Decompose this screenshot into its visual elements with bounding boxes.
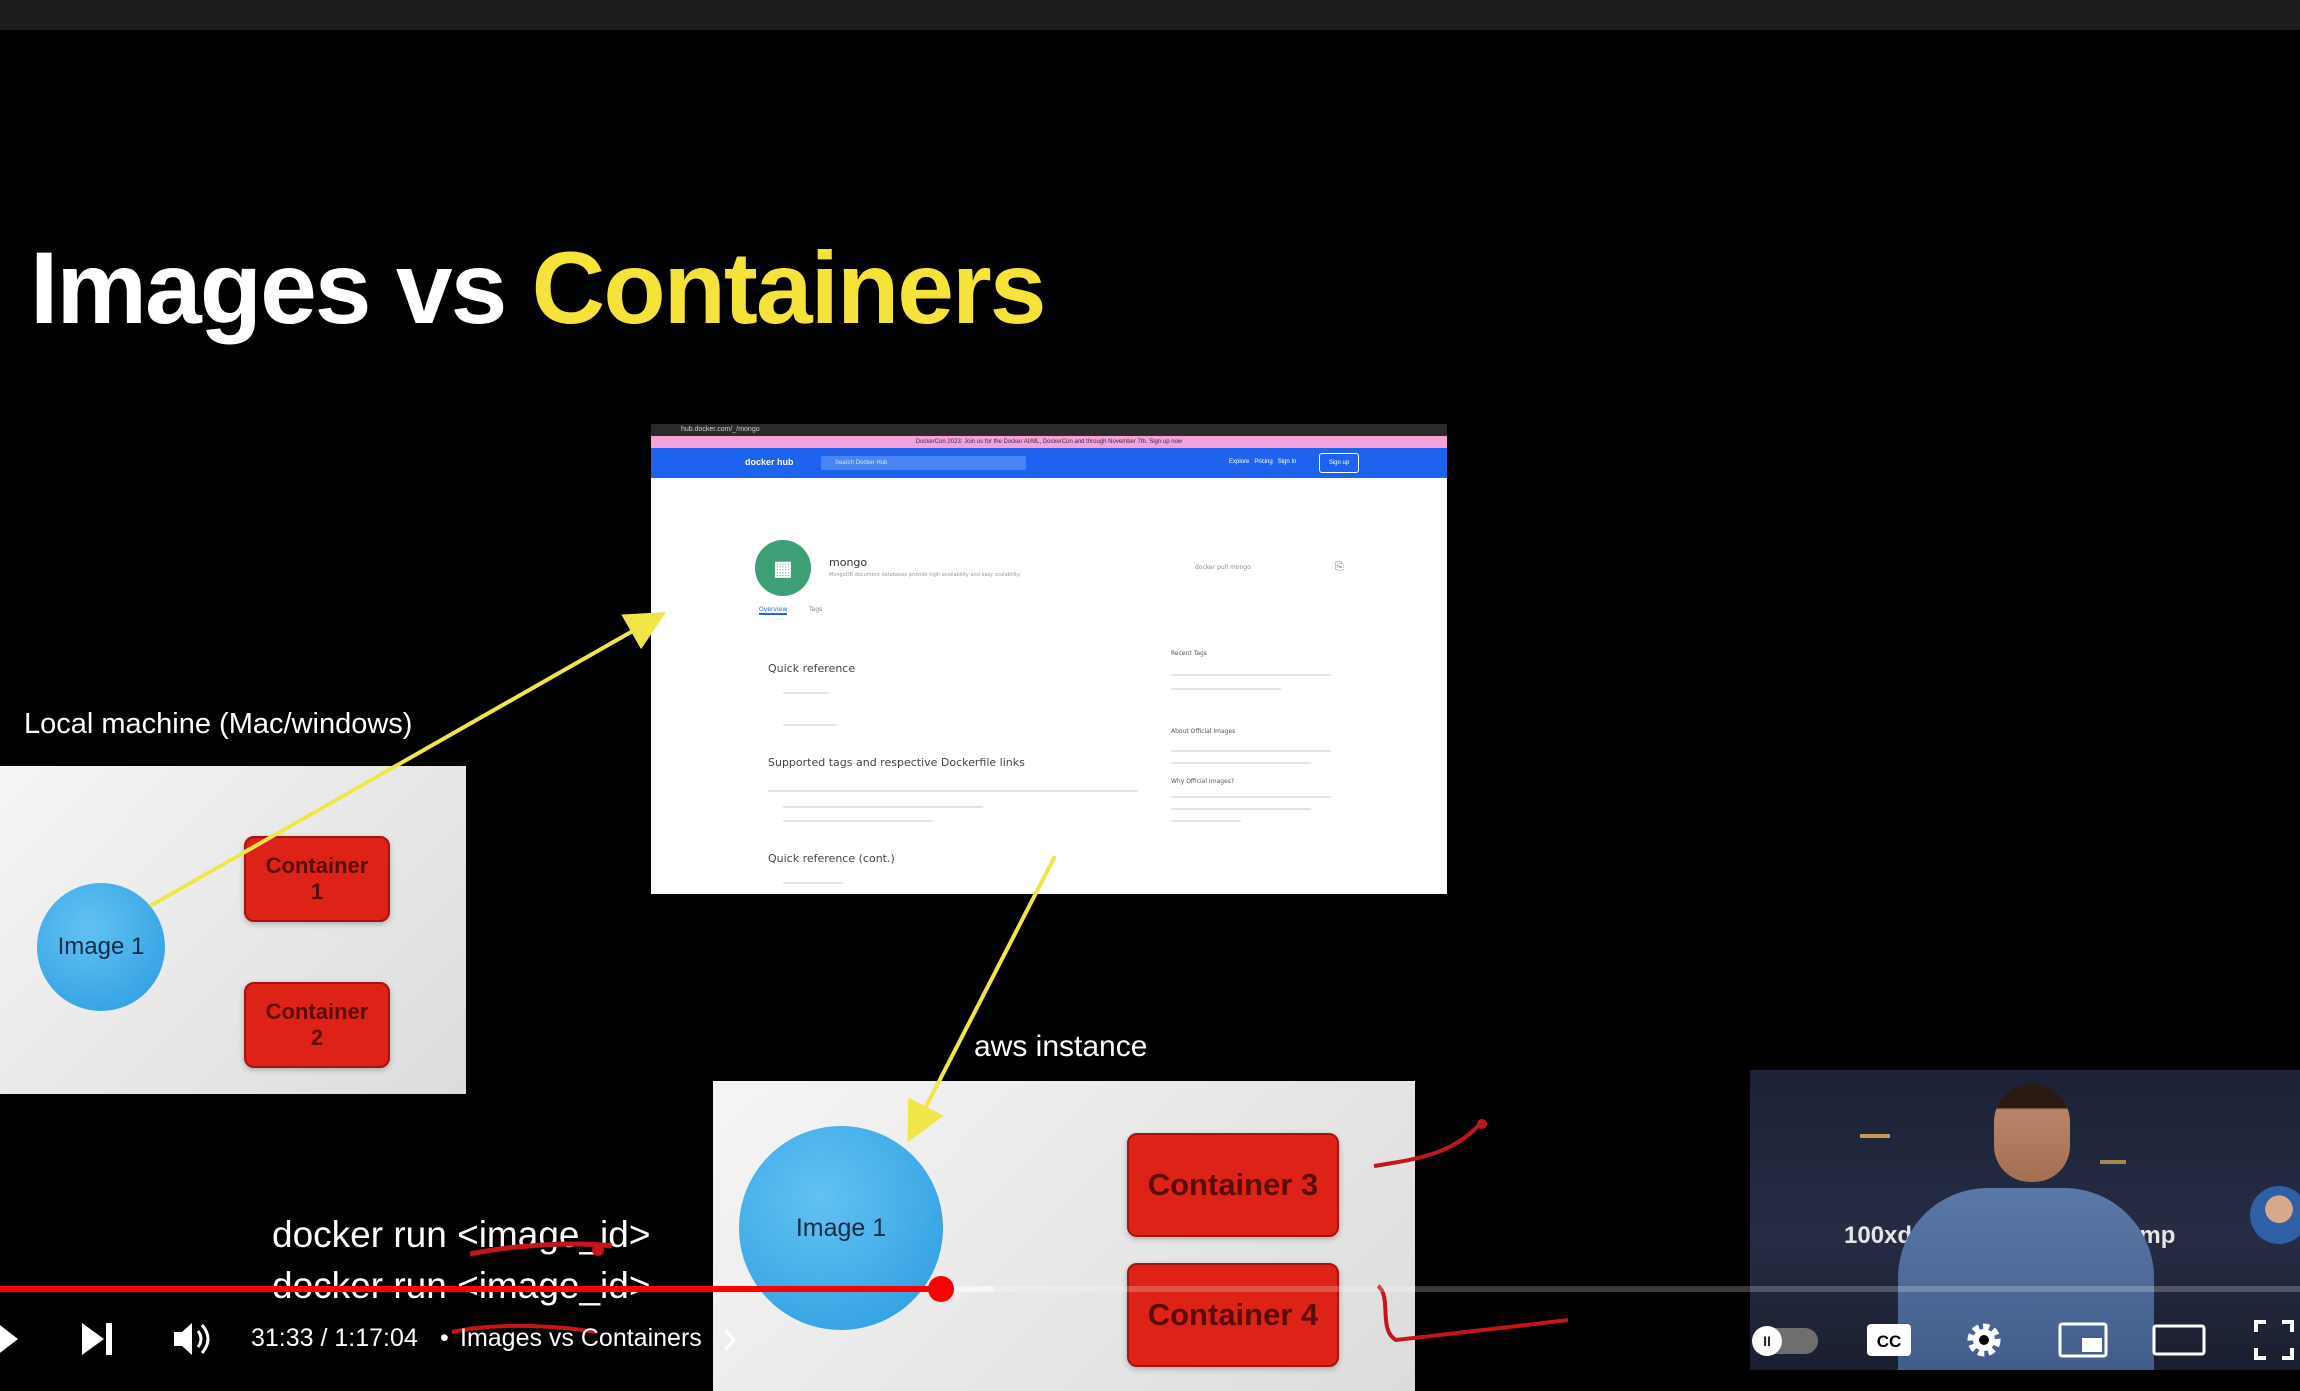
mongo-logo-icon: ▦ <box>755 540 811 596</box>
docker-hub-search: Search Docker Hub <box>821 456 1026 470</box>
docker-hub-navbar: docker hub Search Docker Hub Explore Pri… <box>651 448 1447 478</box>
placeholder-line <box>783 806 983 808</box>
local-image-circle: Image 1 <box>37 883 165 1011</box>
aws-instance-label: aws instance <box>974 1030 1148 1063</box>
chapter-title[interactable]: Images vs Containers <box>460 1324 702 1352</box>
top-bar <box>0 0 2300 30</box>
local-machine-panel: Image 1 Container 1 Container 2 <box>0 766 466 1094</box>
next-icon[interactable] <box>78 1319 118 1359</box>
section-supported-tags: Supported tags and respective Dockerfile… <box>768 756 1025 769</box>
dockercon-banner: DockerCon 2023: Join us for the Docker A… <box>651 436 1447 448</box>
browser-address-bar: hub.docker.com/_/mongo <box>651 424 1447 436</box>
placeholder-line <box>1171 808 1311 810</box>
side-why: Why Official Images? <box>1171 778 1235 785</box>
aws-image-circle: Image 1 <box>739 1126 943 1330</box>
miniplayer-icon[interactable] <box>2058 1320 2108 1360</box>
placeholder-line <box>1171 762 1311 764</box>
video-frame[interactable]: Images vs Containers hub.docker.com/_/mo… <box>0 30 2300 1391</box>
player-controls: 31:33 / 1:17:04 • Images vs Containers I… <box>0 1276 2300 1386</box>
placeholder-line <box>1171 796 1331 798</box>
aws-container-3: Container 3 <box>1127 1133 1339 1237</box>
progress-bar-track[interactable] <box>0 1286 2300 1292</box>
channel-avatar <box>2250 1186 2300 1244</box>
side-recent-tags: Recent Tags <box>1171 650 1207 657</box>
autoplay-knob: II <box>1752 1326 1782 1356</box>
repo-description: MongoDB document databases provide high … <box>829 572 1021 578</box>
nav-link-pricing: Pricing <box>1254 459 1273 465</box>
local-container-2: Container 2 <box>244 982 390 1068</box>
pull-command: docker pull mongo <box>1195 564 1251 571</box>
autoplay-toggle[interactable]: II <box>1752 1326 1818 1356</box>
ceiling-light <box>2100 1160 2126 1164</box>
slide-title: Images vs Containers <box>30 230 1047 347</box>
placeholder-line <box>1171 688 1281 690</box>
pen-stroke-container-4 <box>1376 1284 1569 1343</box>
progress-bar-played <box>0 1286 941 1292</box>
local-machine-label: Local machine (Mac/windows) <box>24 708 413 740</box>
aws-container-4: Container 4 <box>1127 1263 1339 1367</box>
section-quick-reference: Quick reference <box>768 662 856 675</box>
docker-hub-screenshot: hub.docker.com/_/mongo DockerCon 2023: J… <box>651 424 1447 894</box>
progress-scrubber[interactable] <box>927 1276 954 1302</box>
ceiling-light <box>1860 1134 1890 1138</box>
section-quick-reference-cont: Quick reference (cont.) <box>768 852 895 865</box>
pen-stroke-container-3 <box>1373 1124 1480 1168</box>
arrow-hub-to-aws <box>907 855 1057 1143</box>
tab-tags: Tags <box>809 606 823 613</box>
placeholder-line <box>768 790 1138 792</box>
pen-underline-chapter <box>451 1323 597 1334</box>
docker-hub-signup-button: Sign up <box>1319 453 1359 473</box>
svg-text:CC: CC <box>1877 1332 1902 1351</box>
placeholder-line <box>1171 750 1331 752</box>
cc-icon[interactable]: CC <box>1866 1322 1912 1358</box>
placeholder-line <box>1171 820 1241 822</box>
placeholder-line <box>783 820 933 822</box>
play-icon[interactable] <box>0 1319 24 1359</box>
docker-hub-logo: docker hub <box>745 457 794 467</box>
presenter-body <box>1898 1188 2154 1370</box>
tab-overview: Overview <box>759 606 788 615</box>
volume-icon[interactable] <box>170 1319 216 1359</box>
slide-annotations <box>149 612 1569 1343</box>
arrow-image-to-hub <box>149 612 666 908</box>
docker-hub-nav-links: Explore Pricing Sign In <box>1229 459 1296 465</box>
placeholder-line <box>1171 674 1331 676</box>
pen-dot <box>592 1244 604 1256</box>
copy-icon: ⎘ <box>1335 560 1344 573</box>
presenter-head <box>1994 1084 2070 1182</box>
placeholder-line <box>783 882 843 884</box>
placeholder-line <box>783 692 829 694</box>
time-display: 31:33 / 1:17:04 <box>251 1324 418 1352</box>
settings-icon[interactable] <box>1962 1318 2006 1362</box>
repo-name: mongo <box>829 556 868 569</box>
fullscreen-icon[interactable] <box>2252 1318 2296 1362</box>
pen-dot <box>1477 1119 1487 1129</box>
docker-run-command-2: docker run <image_id> <box>272 1265 650 1307</box>
aws-instance-panel: Image 1 Container 3 Container 4 <box>713 1081 1415 1391</box>
title-part-2: Containers <box>531 231 1047 345</box>
side-about: About Official Images <box>1171 728 1236 735</box>
local-container-1: Container 1 <box>244 836 390 922</box>
theater-icon[interactable] <box>2152 1320 2206 1360</box>
nav-link-signin: Sign In <box>1277 459 1297 465</box>
placeholder-line <box>783 724 837 726</box>
chapter-separator: • <box>440 1324 449 1352</box>
chevron-right-icon[interactable] <box>720 1326 740 1356</box>
nav-link-explore: Explore <box>1229 459 1250 465</box>
title-part-1: Images vs <box>30 231 532 345</box>
pen-underline-image-id <box>469 1241 613 1257</box>
webcam-overlay: 100xdevs otcamp <box>1750 1070 2300 1370</box>
docker-run-command-1: docker run <image_id> <box>272 1214 651 1255</box>
